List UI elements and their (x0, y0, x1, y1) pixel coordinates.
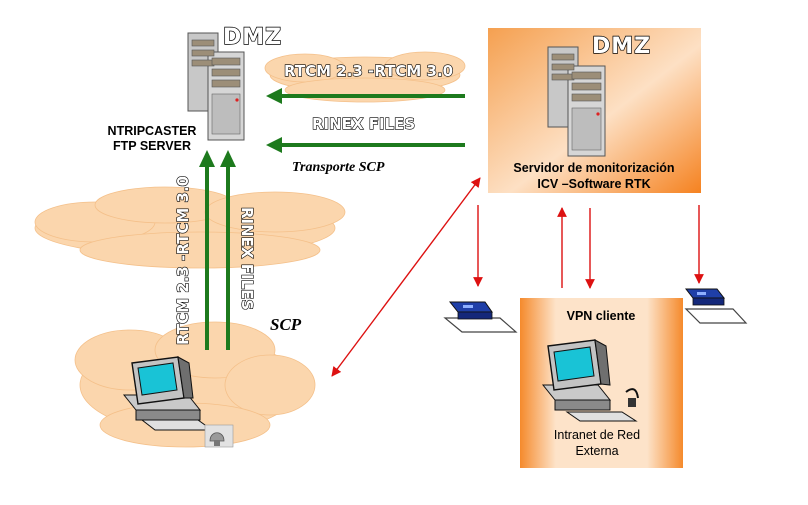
red-arrow-diagonal (331, 177, 481, 377)
ftp-server-label: FTP SERVER (113, 139, 191, 153)
rinex-horizontal-label: RINEX FILES (312, 115, 415, 133)
workstation-icon (122, 356, 214, 431)
rtcm-horizontal-label: RTCM 2.3 -RTCM 3.0 (284, 62, 453, 80)
modem-right-icon (684, 288, 748, 324)
monitoring-server-label: Servidor de monitorización (513, 161, 674, 175)
rtcm-vertical-label: RTCM 2.3 -RTCM 3.0 (174, 176, 192, 345)
modem-left-icon (443, 301, 518, 333)
green-arrow-rtcm-vertical (199, 150, 215, 350)
transport-scp-label: Transporte SCP (292, 160, 385, 175)
intranet-label-line2: Externa (575, 444, 618, 458)
gnss-antenna-icon (204, 424, 234, 448)
vpn-workstation-icon (541, 339, 639, 422)
rinex-vertical-label: RINEX FILES (238, 207, 256, 310)
monitoring-server-icon (547, 46, 606, 157)
scp-label: SCP (270, 315, 302, 334)
dmz-left-label: DMZ (223, 25, 282, 50)
dmz-right-label: DMZ (592, 34, 651, 59)
green-arrow-rinex-horizontal (266, 137, 465, 153)
ntripcaster-label: NTRIPCASTER (108, 124, 197, 138)
vpn-client-label: VPN cliente (567, 309, 636, 323)
intranet-label-line1: Intranet de Red (554, 428, 640, 442)
software-rtk-label: ICV –Software RTK (537, 177, 650, 191)
ntripcaster-server-icon (187, 32, 245, 141)
green-arrow-rtcm-horizontal (266, 88, 465, 104)
green-arrow-rinex-vertical (220, 150, 236, 350)
